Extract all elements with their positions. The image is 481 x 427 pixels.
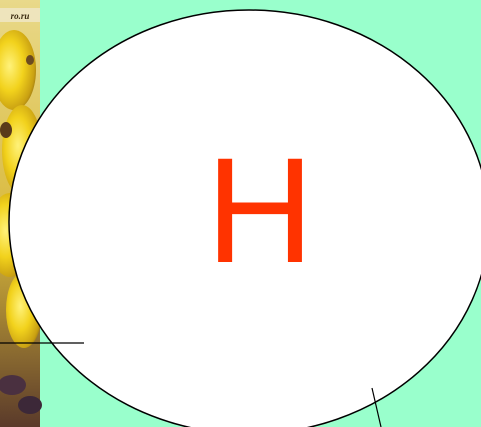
ellipse-letter: H	[160, 135, 360, 285]
photo-corner-text: ro.ru	[11, 11, 30, 21]
